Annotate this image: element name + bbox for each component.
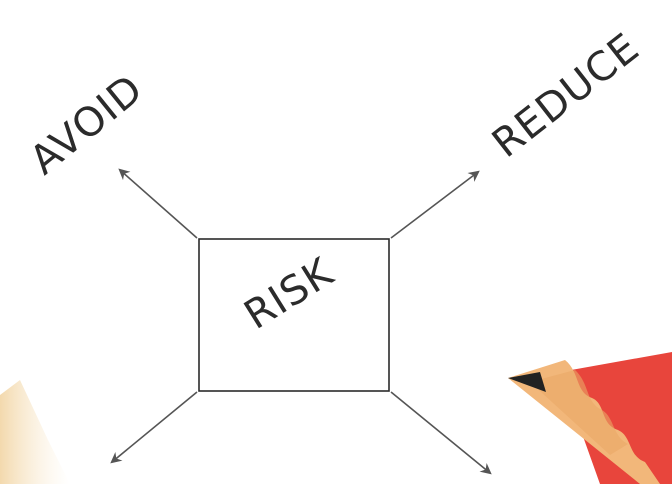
arrow-avoid [118,168,198,239]
pencil-icon [508,352,672,484]
reduce-label: REDUCE [484,25,648,167]
avoid-label: AVOID [22,66,152,184]
arrow-reduce [390,170,480,239]
pencil-tip [508,372,546,392]
pencil-body [560,352,672,484]
paper-decoration [0,380,70,484]
risk-box [198,238,390,392]
risk-label: RISK [237,249,343,339]
arrow-bottom-right [390,391,492,475]
pencil-wood-shade [530,370,628,455]
arrow-bottom-left [110,391,198,464]
